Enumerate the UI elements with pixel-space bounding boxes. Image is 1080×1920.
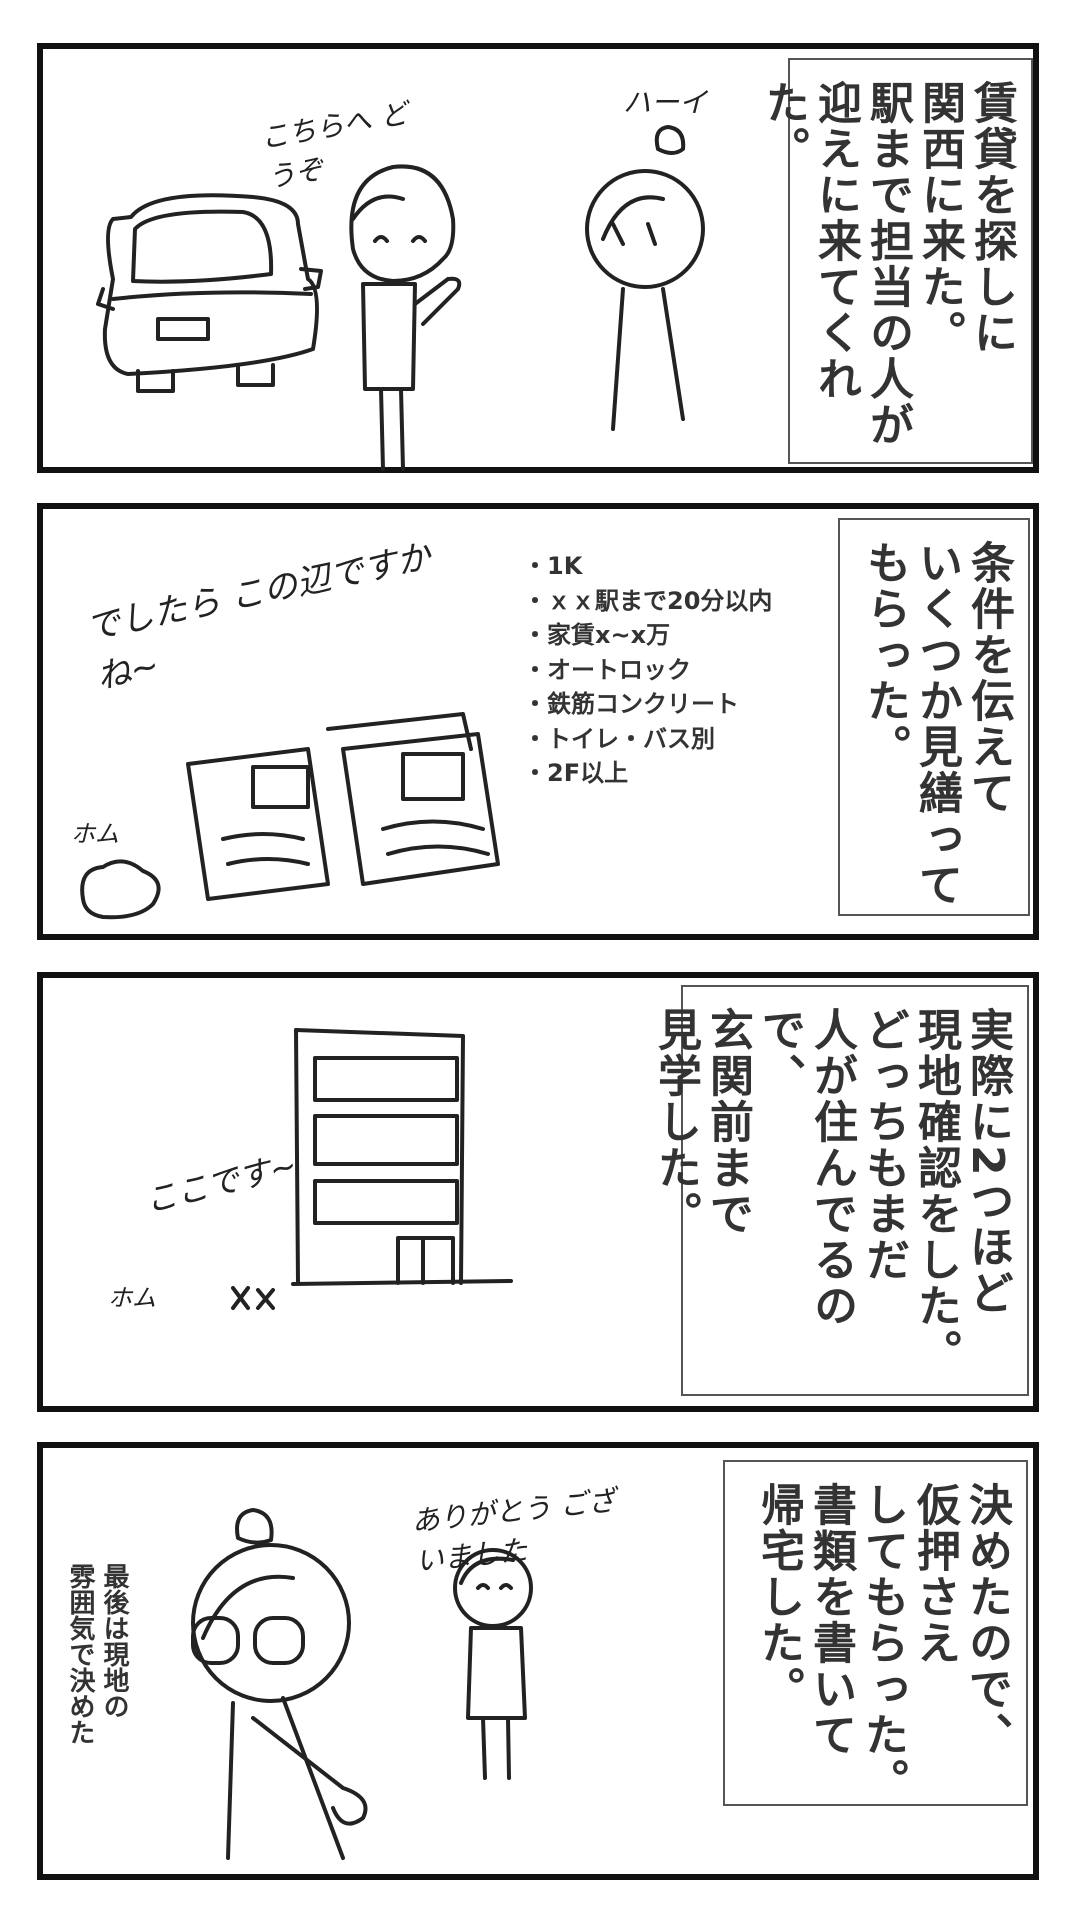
panel-3-illustration bbox=[231, 1028, 513, 1310]
mascot-drawing bbox=[654, 125, 686, 155]
conditions-list: ・1K ・ｘｘ駅まで20分以内 ・家賃x~x万 ・オートロック ・鉄筋コンクリー… bbox=[523, 549, 772, 791]
condition-item: ・オートロック bbox=[523, 655, 691, 684]
condition-item: ・家賃x~x万 bbox=[523, 621, 671, 649]
speech-mascot: ホム bbox=[108, 1284, 156, 1312]
narration-box: 賃貸を探しに 関西に来た。 駅まで担当の人が 迎えに来てくれた。 bbox=[758, 58, 1033, 464]
agent-character bbox=[349, 164, 462, 471]
comic-panel-1: こちらへ どうぞ ハーイ 賃貸を探しに 関西に来た。 駅まで担当の人が 迎えに来… bbox=[37, 43, 1039, 473]
car-drawing bbox=[96, 193, 323, 393]
narration-box: 決めたので、 仮押さえ してもらった。 書類を書いて 帰宅した。 bbox=[723, 1460, 1028, 1806]
mascot-drawing bbox=[80, 859, 161, 920]
comic-panel-3: ここです~ ホム 実際に2つほど 現地確認をした。 どっちもまだ 人が住んでるの… bbox=[37, 972, 1039, 1412]
apartment-building bbox=[291, 1028, 513, 1286]
narration-text: 賃貸を探しに 関西に来た。 駅まで担当の人が 迎えに来てくれた。 bbox=[758, 80, 1017, 448]
mascot-drawing bbox=[235, 1508, 274, 1545]
small-figures bbox=[231, 1286, 275, 1310]
narration-box: 条件を伝えて いくつか見繕って もらった。 bbox=[838, 518, 1030, 916]
comic-panel-4: ありがとう ございました 最後は現地の 雰囲気で決めた 決めたので、 仮押さえ … bbox=[37, 1442, 1039, 1880]
narration-text: 決めたので、 仮押さえ してもらった。 書類を書いて 帰宅した。 bbox=[753, 1482, 1012, 1804]
narration-text: 条件を伝えて いくつか見繕って もらった。 bbox=[859, 540, 1014, 908]
condition-item: ・トイレ・バス別 bbox=[523, 724, 715, 753]
condition-item: ・ｘｘ駅まで20分以内 bbox=[523, 586, 773, 615]
condition-item: ・2F以上 bbox=[523, 759, 629, 787]
protagonist-character bbox=[585, 125, 705, 431]
condition-item: ・1K bbox=[523, 552, 583, 580]
agent-character bbox=[453, 1548, 533, 1780]
protagonist-character bbox=[191, 1508, 368, 1860]
panel-1-illustration bbox=[96, 125, 705, 471]
property-flyers bbox=[186, 712, 500, 901]
narration-text: 実際に2つほど 現地確認をした。 どっちもまだ 人が住んでるので、 玄関前まで … bbox=[650, 1007, 1013, 1375]
comic-panel-2: でしたら この辺ですかね~ ホム ・1K ・ｘｘ駅まで20分以内 ・家賃x~x万… bbox=[37, 503, 1039, 940]
side-note: 最後は現地の 雰囲気で決めた bbox=[65, 1563, 129, 1745]
panel-2-illustration bbox=[80, 712, 500, 920]
speech-mascot: ホム bbox=[71, 820, 119, 848]
narration-box: 実際に2つほど 現地確認をした。 どっちもまだ 人が住んでるので、 玄関前まで … bbox=[650, 985, 1029, 1396]
panel-4-illustration bbox=[191, 1508, 533, 1860]
speech-mascot: ハーイ bbox=[623, 86, 708, 119]
condition-item: ・鉄筋コンクリート bbox=[523, 690, 739, 718]
